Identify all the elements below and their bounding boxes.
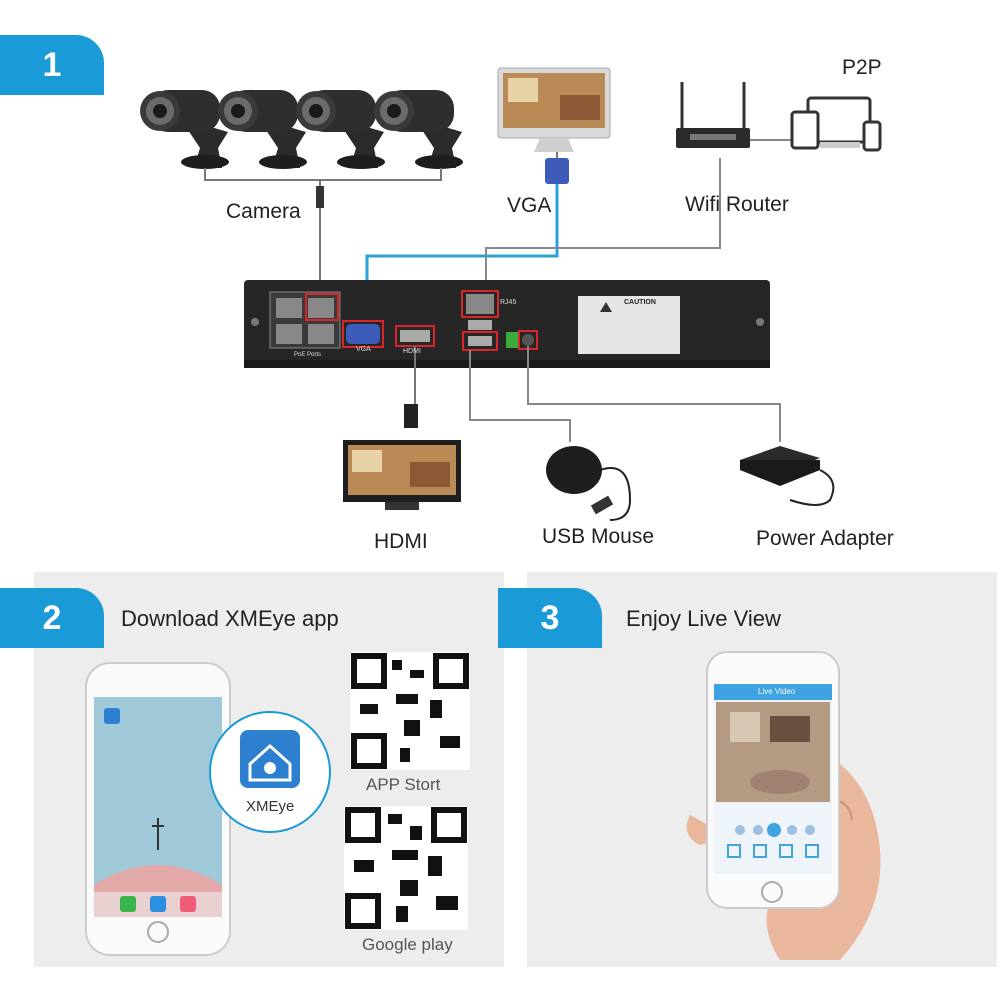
- nvr-rj45-label: RJ45: [500, 299, 517, 306]
- tv-icon: [343, 440, 461, 510]
- qr-google-play-caption: Google play: [362, 935, 453, 954]
- xmeye-app-icon: [209, 711, 331, 833]
- devices-icon: [790, 96, 882, 152]
- nvr-hdmi-port-label: HDMI: [403, 348, 421, 355]
- live-view-phone: [706, 651, 840, 909]
- nvr-vga-port-label: VGA: [356, 346, 371, 353]
- usb-mouse-label: USB Mouse: [542, 525, 655, 548]
- wifi-router-label: Wifi Router: [685, 193, 789, 216]
- qr-code-google-play: [344, 806, 468, 930]
- step-3-number: 3: [540, 598, 560, 637]
- vga-label: VGA: [507, 194, 552, 217]
- step-1-number: 1: [42, 45, 62, 84]
- camera-label: Camera: [226, 200, 301, 223]
- step-3-badge: 3: [498, 588, 602, 648]
- nvr-recorder: [244, 280, 770, 368]
- power-adapter-icon: [740, 446, 835, 506]
- hdmi-label: HDMI: [374, 530, 428, 553]
- qr-code-app-store: [350, 652, 470, 770]
- nvr-poe-label: PoE Ports: [294, 352, 322, 358]
- router-icon: [676, 82, 750, 148]
- power-adapter-label: Power Adapter: [756, 527, 894, 550]
- monitor-icon: [497, 67, 611, 152]
- mouse-icon: [546, 446, 632, 521]
- step-2-title: Download XMEye app: [121, 606, 339, 631]
- phone-icon: [85, 662, 231, 956]
- p2p-label: P2P: [842, 56, 882, 79]
- step-2-number: 2: [42, 598, 62, 637]
- xmeye-app-name: XMEye: [246, 798, 295, 815]
- step-3-title: Enjoy Live View: [626, 606, 781, 631]
- step-1-badge: 1: [0, 35, 104, 95]
- live-video-screen-title: Live Video: [758, 687, 796, 696]
- camera-icon: [140, 90, 463, 169]
- qr-app-store-caption: APP Stort: [366, 775, 441, 794]
- step-2-badge: 2: [0, 588, 104, 648]
- nvr-caution-label: CAUTION: [624, 299, 656, 306]
